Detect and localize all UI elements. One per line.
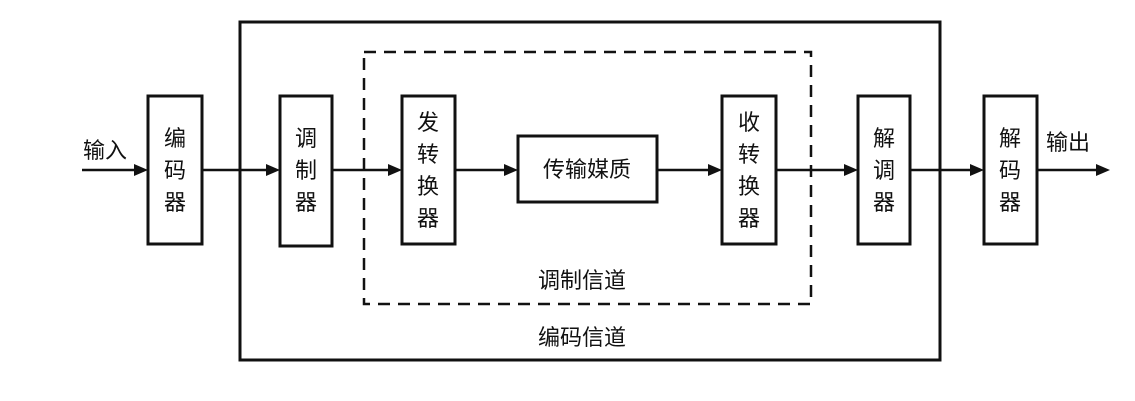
demodulator-block: 解 调 器 bbox=[856, 94, 912, 246]
medium-block: 传输媒质 bbox=[516, 134, 659, 204]
tx-converter-block: 发 转 换 器 bbox=[400, 94, 457, 246]
output-label: 输出 bbox=[1046, 131, 1090, 156]
tx-converter-char-4: 器 bbox=[417, 207, 439, 232]
medium-label: 传输媒质 bbox=[543, 158, 631, 183]
arrow-tx-medium bbox=[504, 164, 518, 176]
modulator-char-1: 调 bbox=[295, 127, 317, 152]
arrow-modulator-tx bbox=[388, 164, 402, 176]
signal-wires bbox=[82, 164, 1110, 176]
rx-converter-block: 收 转 换 器 bbox=[720, 94, 778, 246]
tx-converter-char-3: 换 bbox=[417, 175, 439, 200]
decoder-char-3: 器 bbox=[999, 191, 1021, 216]
encoder-char-1: 编 bbox=[164, 127, 186, 152]
demodulator-char-2: 调 bbox=[873, 159, 895, 184]
tx-converter-char-2: 转 bbox=[417, 143, 439, 168]
rx-converter-char-2: 转 bbox=[738, 143, 760, 168]
rx-converter-char-3: 换 bbox=[738, 175, 760, 200]
modulation-channel-label: 调制信道 bbox=[538, 269, 626, 294]
coding-channel-frame bbox=[238, 20, 942, 362]
arrow-medium-rx bbox=[708, 164, 722, 176]
arrow-decoder-output bbox=[1096, 164, 1110, 176]
arrow-demodulator-decoder bbox=[970, 164, 984, 176]
tx-converter-char-1: 发 bbox=[417, 111, 439, 136]
encoder-char-3: 器 bbox=[164, 191, 186, 216]
arrow-input-encoder bbox=[134, 164, 148, 176]
arrow-rx-demodulator bbox=[844, 164, 858, 176]
demodulator-char-3: 器 bbox=[873, 191, 895, 216]
modulation-channel-frame bbox=[362, 50, 813, 306]
coding-channel-label: 编码信道 bbox=[538, 326, 626, 351]
decoder-char-1: 解 bbox=[999, 127, 1021, 152]
rx-converter-char-1: 收 bbox=[738, 111, 760, 136]
modulator-char-2: 制 bbox=[295, 159, 317, 184]
demodulator-char-1: 解 bbox=[873, 127, 895, 152]
encoder-block: 编 码 器 bbox=[146, 94, 204, 246]
modulator-block: 调 制 器 bbox=[278, 94, 334, 248]
rx-converter-char-4: 器 bbox=[738, 207, 760, 232]
encoder-char-2: 码 bbox=[164, 159, 186, 184]
decoder-block: 解 码 器 bbox=[982, 94, 1039, 246]
arrow-encoder-modulator bbox=[266, 164, 280, 176]
modulator-char-3: 器 bbox=[295, 191, 317, 216]
input-label: 输入 bbox=[83, 139, 127, 164]
decoder-char-2: 码 bbox=[999, 159, 1021, 184]
